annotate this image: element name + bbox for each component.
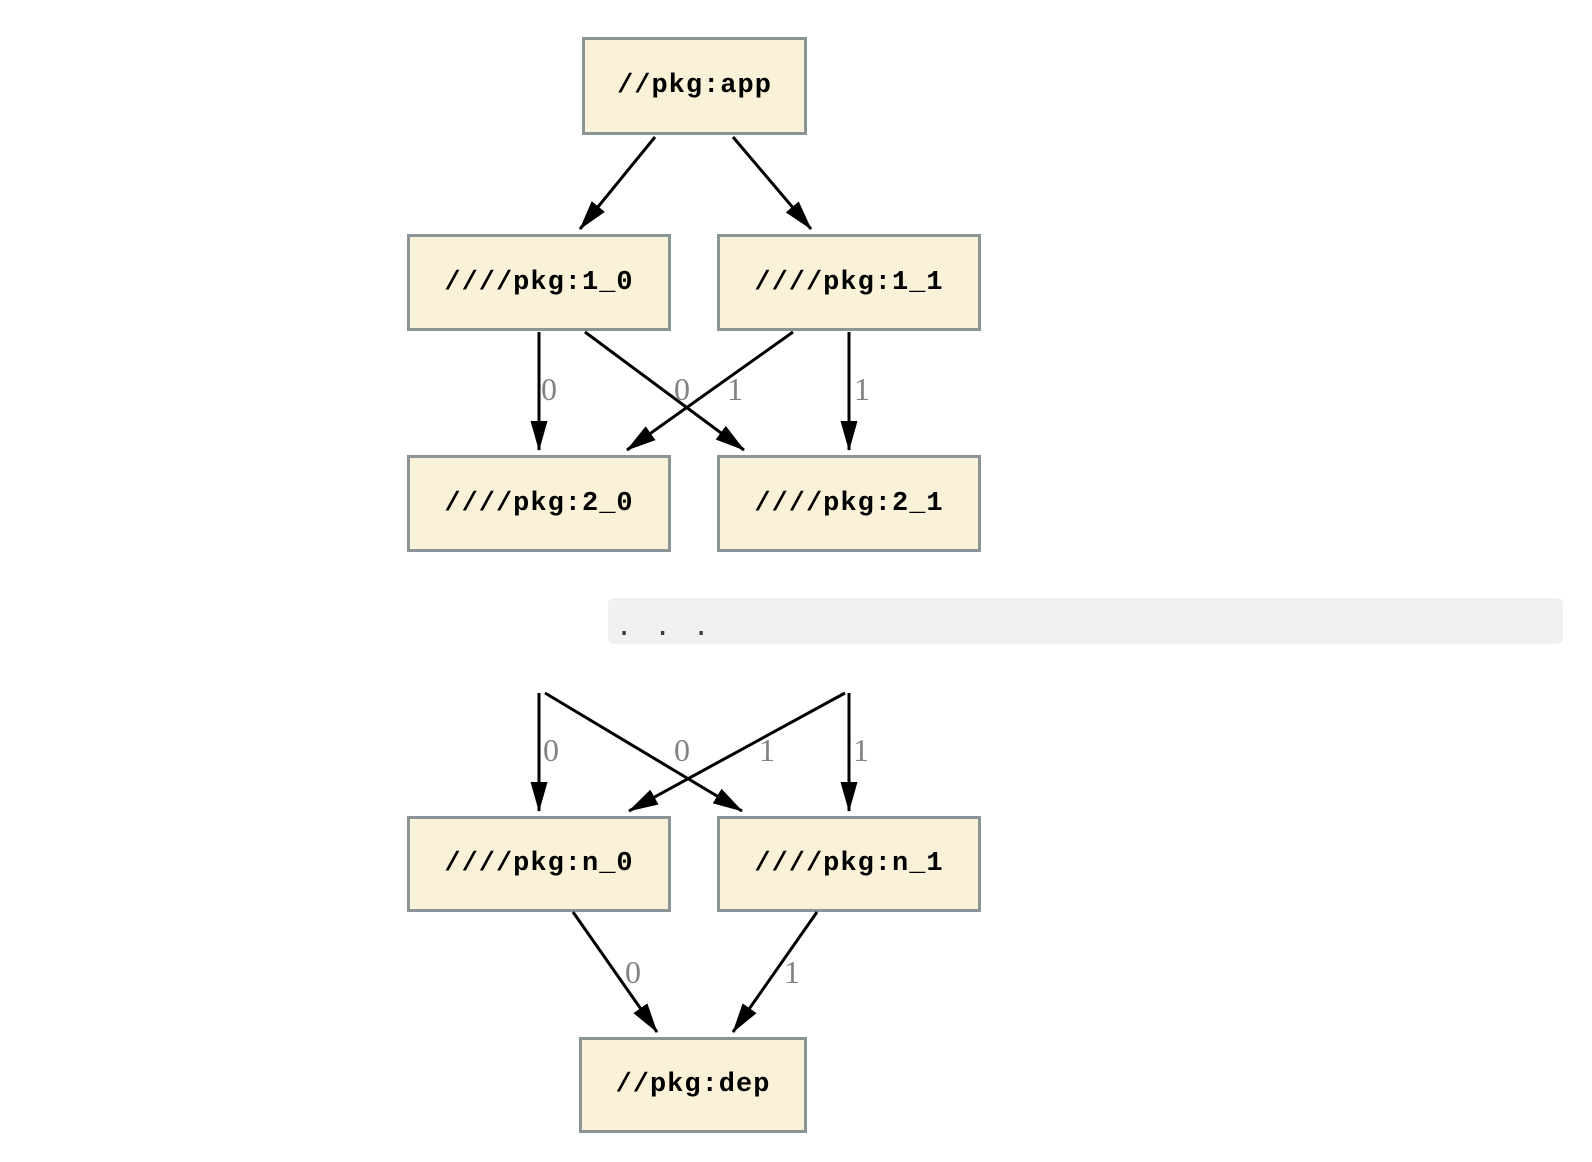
edge-1-1-to-2-0 xyxy=(626,330,794,452)
node-pkg-dep-label: //pkg:dep xyxy=(615,1070,771,1100)
edge-label: 1 xyxy=(784,954,800,990)
edge-n-0-to-dep xyxy=(571,911,659,1033)
node-pkg-n-1: ////pkg:n_1 xyxy=(717,816,981,912)
edge-n-1-to-dep xyxy=(731,911,819,1033)
ellipsis-band: . . . xyxy=(608,598,1563,644)
edge-app-to-1-1 xyxy=(731,136,813,230)
edge-ellipsis-to-n-0-diagonal xyxy=(628,691,846,813)
edge-label: 0 xyxy=(625,954,641,990)
edge-label: 1 xyxy=(854,371,870,407)
node-pkg-1-1: ////pkg:1_1 xyxy=(717,234,981,331)
node-pkg-n-1-label: ////pkg:n_1 xyxy=(754,849,944,879)
edge-label: 0 xyxy=(674,371,690,407)
edge-label: 1 xyxy=(853,732,869,768)
node-pkg-app-label: //pkg:app xyxy=(617,71,772,101)
node-pkg-app: //pkg:app xyxy=(582,37,807,135)
node-pkg-1-0: ////pkg:1_0 xyxy=(407,234,671,331)
node-pkg-2-1-label: ////pkg:2_1 xyxy=(754,488,944,519)
edge-label: 0 xyxy=(674,732,690,768)
node-pkg-n-0-label: ////pkg:n_0 xyxy=(444,849,634,879)
edge-label: 1 xyxy=(727,371,743,407)
edge-app-to-1-0 xyxy=(578,136,657,230)
edge-1-0-to-2-1 xyxy=(584,330,745,452)
node-pkg-1-1-label: ////pkg:1_1 xyxy=(754,267,944,298)
node-pkg-n-0: ////pkg:n_0 xyxy=(407,816,671,912)
node-pkg-1-0-label: ////pkg:1_0 xyxy=(444,267,634,298)
edge-ellipsis-to-n-1-diagonal xyxy=(544,691,743,813)
edge-label: 0 xyxy=(541,371,557,407)
edge-label: 0 xyxy=(543,732,559,768)
node-pkg-2-0-label: ////pkg:2_0 xyxy=(444,488,634,519)
node-pkg-dep: //pkg:dep xyxy=(579,1037,807,1133)
edge-label: 1 xyxy=(759,732,775,768)
ellipsis-dots: . . . xyxy=(616,610,713,642)
node-pkg-2-0: ////pkg:2_0 xyxy=(407,455,671,552)
node-pkg-2-1: ////pkg:2_1 xyxy=(717,455,981,552)
